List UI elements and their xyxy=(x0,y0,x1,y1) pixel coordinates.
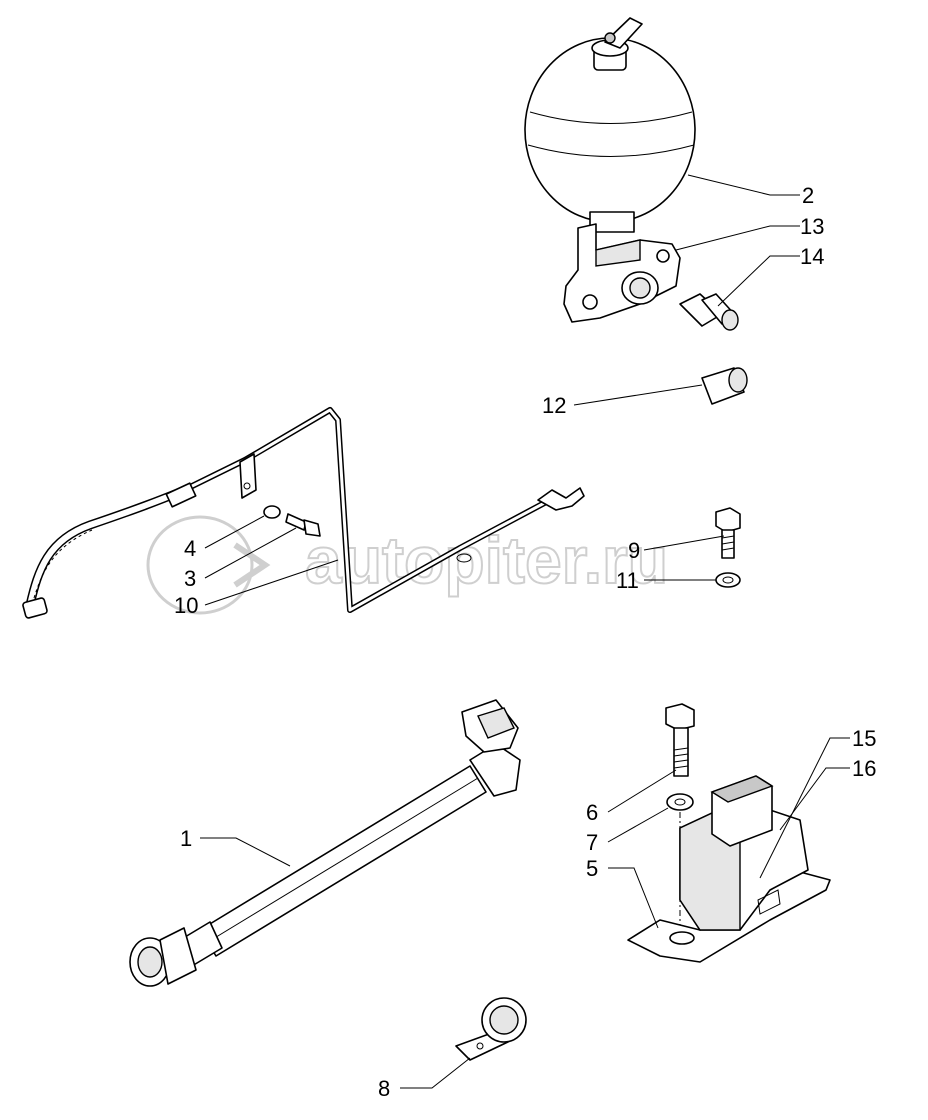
washer-pipe xyxy=(263,505,281,519)
valve-block xyxy=(563,223,681,323)
bolt-upper xyxy=(715,507,741,559)
screw-pipe xyxy=(285,513,321,537)
callout-3: 3 xyxy=(184,566,196,591)
callout-7: 7 xyxy=(586,830,598,855)
callout-labels: 2 13 14 12 9 11 4 3 10 1 15 16 6 7 5 8 xyxy=(174,183,876,1101)
accumulator-sphere xyxy=(524,17,696,233)
watermark: autopiter.ru xyxy=(146,515,669,615)
pipe-assembly xyxy=(22,407,585,619)
callout-1: 1 xyxy=(180,826,192,851)
callout-5: 5 xyxy=(586,856,598,881)
washer-upper xyxy=(715,572,741,588)
callout-4: 4 xyxy=(184,536,196,561)
callout-14: 14 xyxy=(800,244,824,269)
leader-lines xyxy=(200,174,850,1089)
callout-6: 6 xyxy=(586,800,598,825)
fitting xyxy=(679,293,739,331)
sleeve xyxy=(701,367,748,405)
callout-13: 13 xyxy=(800,214,824,239)
callout-8: 8 xyxy=(378,1076,390,1101)
callout-9: 9 xyxy=(628,538,640,563)
callout-10: 10 xyxy=(174,593,198,618)
callout-2: 2 xyxy=(802,183,814,208)
pipe-clamp xyxy=(455,997,527,1061)
callout-15: 15 xyxy=(852,726,876,751)
washer-lower xyxy=(666,793,694,811)
callout-12: 12 xyxy=(542,393,566,418)
callout-11: 11 xyxy=(616,568,639,593)
callout-16: 16 xyxy=(852,756,876,781)
hydraulic-hose xyxy=(129,699,521,987)
mounting-bracket xyxy=(627,775,831,963)
bolt-lower xyxy=(665,703,695,777)
